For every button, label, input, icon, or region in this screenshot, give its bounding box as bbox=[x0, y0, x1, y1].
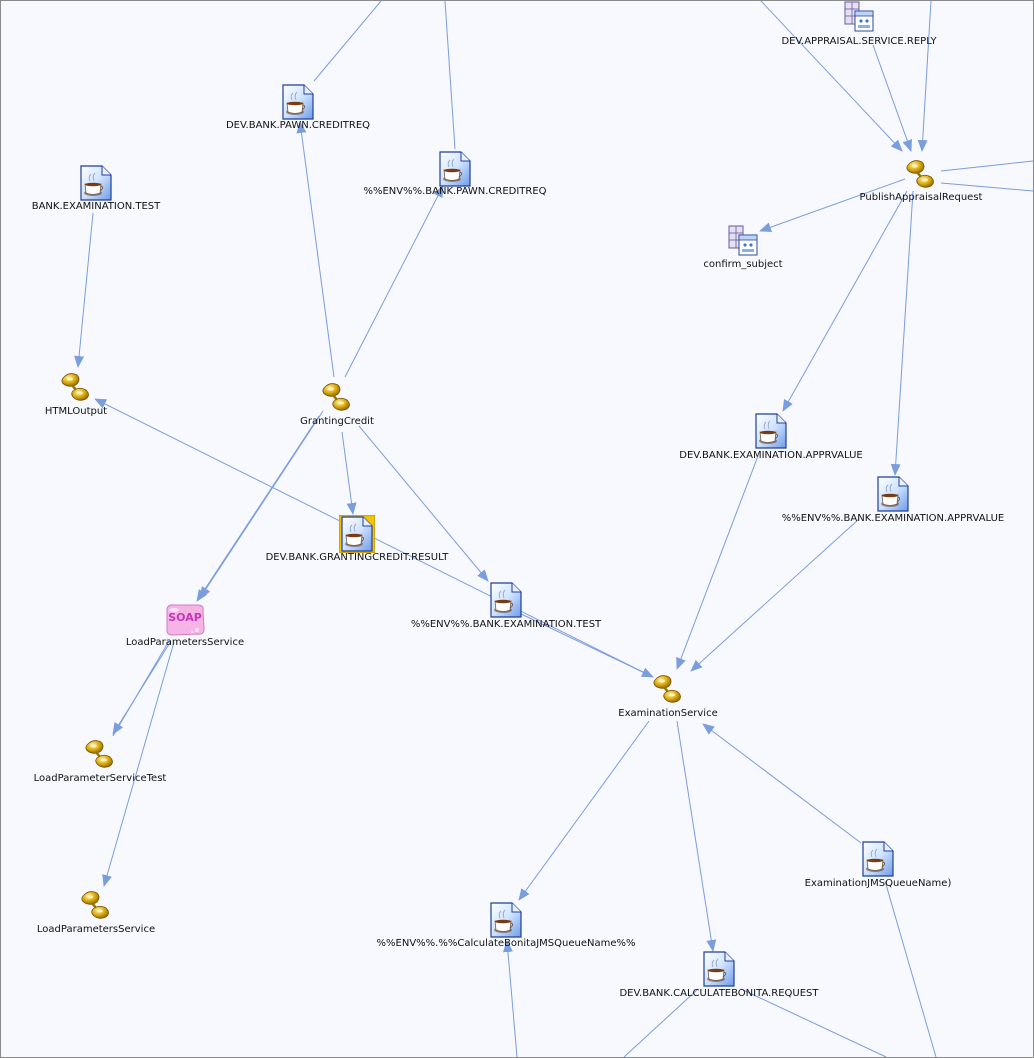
queue-icon[interactable] bbox=[860, 840, 896, 882]
node-label: %%ENV%%.%%CalculateBonitaJMSQueueName%% bbox=[376, 938, 636, 949]
queue-icon[interactable] bbox=[753, 412, 789, 454]
soap-badge-text: SOAP bbox=[168, 611, 202, 624]
edge-granting_credit-to-load_params_soap_b bbox=[196, 415, 320, 602]
queue-icon[interactable] bbox=[875, 475, 911, 517]
queue-icon[interactable] bbox=[701, 950, 737, 992]
service-icon[interactable] bbox=[651, 671, 685, 709]
service-icon[interactable] bbox=[83, 736, 117, 774]
queue-icon[interactable] bbox=[78, 164, 114, 206]
edge-ext_bottom_b-to-calc_bonita_queue bbox=[502, 940, 518, 1057]
node-label: LoadParametersService bbox=[36, 924, 156, 935]
edge-publish_appraisal-to-confirm_subject bbox=[759, 178, 906, 232]
edge-granting_credit-to-pawn_creditreq bbox=[296, 121, 335, 378]
node-label: LoadParametersService bbox=[125, 637, 245, 648]
node-label: DEV.BANK.PAWN.CREDITREQ bbox=[225, 120, 371, 131]
edge-ext_right_b-to-publish_appraisal bbox=[940, 182, 1033, 192]
edge-bank_exam_test-to-html_output bbox=[74, 212, 94, 368]
node-label: %%ENV%%.BANK.EXAMINATION.APPRVALUE bbox=[781, 513, 1005, 524]
queue-icon[interactable] bbox=[280, 83, 316, 125]
edge-env_exam_apprvalue-to-exam_service bbox=[690, 518, 860, 672]
edge-ext_right_a-to-publish_appraisal bbox=[940, 160, 1033, 172]
edge-ext_top_d-to-publish_appraisal bbox=[917, 1, 932, 152]
edge-exam_service-to-calc_bonita_queue bbox=[518, 720, 650, 901]
node-label: DEV.BANK.CALCULATEBONITA.REQUEST bbox=[619, 988, 819, 999]
node-label: DEV.BANK.GRANTINGCREDIT.RESULT bbox=[265, 552, 449, 563]
edge-publish_appraisal-to-env_exam_apprvalue bbox=[890, 190, 914, 476]
edge-ext_top_b-to-env_pawn_creditreq bbox=[444, 1, 456, 150]
node-label: DEV.BANK.EXAMINATION.APPRVALUE bbox=[679, 450, 863, 461]
node-label: ExaminationService bbox=[618, 708, 718, 719]
edge-granting_credit-to-env_pawn_creditreq bbox=[344, 185, 444, 378]
queue-icon[interactable] bbox=[437, 150, 473, 192]
edge-env_exam_test-to-exam_service bbox=[518, 612, 654, 678]
edge-load_params_soap-to-load_params_service bbox=[102, 641, 175, 887]
edge-exam_jms_queue-to-exam_service bbox=[702, 723, 862, 844]
node-label: BANK.EXAMINATION.TEST bbox=[31, 201, 161, 212]
edge-exam_apprvalue-to-exam_service bbox=[676, 455, 759, 670]
edge-ext_top_a-to-pawn_creditreq bbox=[313, 1, 382, 82]
node-label: GrantingCredit bbox=[300, 416, 374, 427]
node-label: PublishAppraisalRequest bbox=[859, 192, 983, 203]
topic-icon[interactable] bbox=[843, 1, 875, 37]
queue-icon[interactable] bbox=[488, 581, 524, 623]
node-label: ExaminationJMSQueueName) bbox=[804, 878, 952, 889]
queue-icon[interactable] bbox=[488, 901, 524, 943]
edge-granting_credit-to-env_exam_test bbox=[358, 425, 489, 582]
node-label: HTMLOutput bbox=[44, 406, 108, 417]
soap-icon[interactable]: SOAP bbox=[164, 603, 206, 641]
edge-granting_credit-to-granting_result bbox=[341, 431, 357, 515]
edge-load_params_soap-to-load_param_test_b bbox=[112, 640, 170, 737]
node-label: LoadParameterServiceTest bbox=[33, 773, 167, 784]
node-label: confirm_subject bbox=[703, 259, 783, 270]
node-label: %%ENV%%.BANK.EXAMINATION.TEST bbox=[410, 619, 602, 630]
service-icon[interactable] bbox=[79, 887, 113, 925]
edge-exam_service-to-calc_bonita_request bbox=[676, 720, 717, 952]
edge-calc_bonita_request-to-ext_bottom_c bbox=[623, 988, 699, 1057]
service-icon[interactable] bbox=[904, 156, 938, 194]
edge-appraisal_reply-to-publish_appraisal bbox=[872, 44, 912, 152]
edge-publish_appraisal-to-exam_apprvalue bbox=[782, 190, 908, 412]
topic-icon[interactable] bbox=[727, 225, 759, 261]
edge-calc_bonita_request-to-ext_bottom_d bbox=[740, 988, 887, 1057]
service-icon[interactable] bbox=[320, 379, 354, 417]
edge-exam_jms_queue-to-ext_bottom_a bbox=[884, 880, 937, 1057]
edge-ext_top_c-to-publish_appraisal bbox=[760, 1, 903, 152]
service-icon[interactable] bbox=[59, 369, 93, 407]
queue-icon[interactable] bbox=[338, 514, 376, 557]
node-label: DEV.APPRAISAL.SERVICE.REPLY bbox=[781, 36, 937, 47]
edge-granting_credit-to-load_params_soap bbox=[199, 410, 324, 599]
node-label: %%ENV%%.BANK.PAWN.CREDITREQ bbox=[363, 186, 547, 197]
